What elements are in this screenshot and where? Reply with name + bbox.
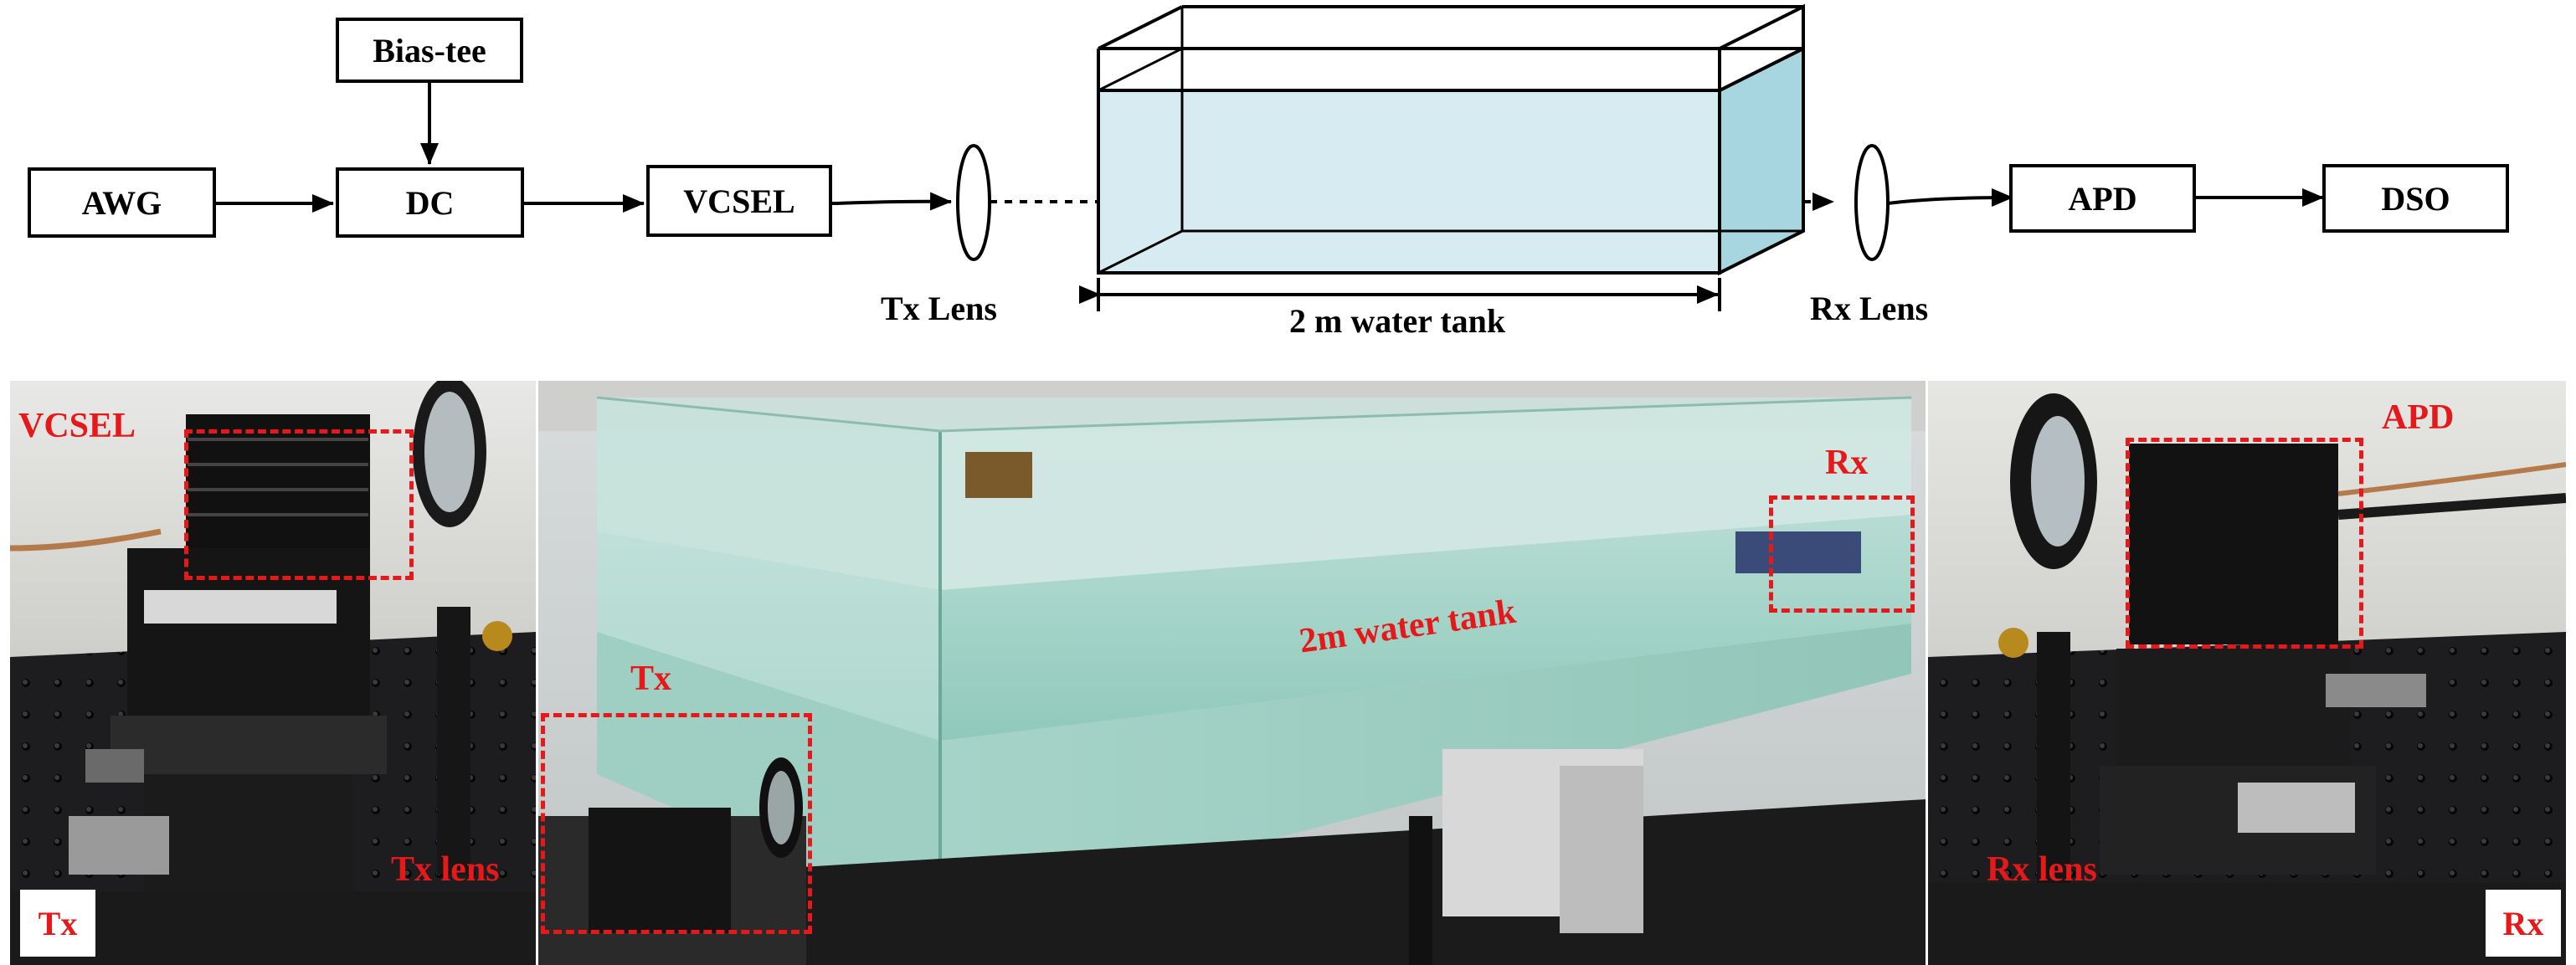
awg-block: AWG — [28, 167, 216, 238]
tx-setup-photo: VCSEL Tx lens Tx — [10, 381, 536, 965]
setup-block-diagram: AWG Bias-tee DC VCSEL APD DSO Tx Lens 2 … — [0, 0, 2576, 343]
vcsel-label: VCSEL — [683, 182, 795, 220]
tx-lens-caption: Tx Lens — [881, 290, 997, 327]
vcsel-photo-label: VCSEL — [18, 407, 136, 445]
arrow-vcsel-txlens — [832, 192, 952, 211]
tx-photo-illustration — [10, 381, 536, 965]
water-tank-photo: Tx Rx 2m water tank — [538, 381, 1926, 965]
arrow-rxlens-apd — [1887, 188, 2013, 208]
tx-lens-photo-label: Tx lens — [391, 850, 500, 889]
apd-label: APD — [2068, 179, 2137, 218]
rx-photo-label: Rx — [1825, 444, 1869, 482]
vcsel-highlight-box — [184, 429, 414, 580]
rx-highlight-box — [1769, 495, 1915, 613]
rx-lens-caption: Rx Lens — [1810, 290, 1929, 327]
apd-photo-label: APD — [2382, 398, 2455, 437]
rx-lens-icon — [1854, 144, 1890, 261]
apd-highlight-box — [2126, 438, 2363, 649]
tx-highlight-box — [541, 713, 812, 934]
dc-block: DC — [336, 167, 524, 238]
diagram-connectors — [216, 3, 2324, 311]
water-tank-icon — [1097, 3, 1805, 276]
bias-tee-block: Bias-tee — [336, 18, 523, 83]
awg-label: AWG — [81, 183, 162, 222]
dso-label: DSO — [2381, 179, 2450, 218]
bias-tee-label: Bias-tee — [373, 31, 486, 69]
rx-corner-badge: Rx — [2486, 890, 2561, 957]
dc-label: DC — [405, 183, 455, 222]
rx-photo-illustration — [1928, 381, 2566, 965]
rx-lens-photo-label: Rx lens — [1987, 850, 2097, 889]
tx-corner-badge: Tx — [20, 890, 95, 957]
tx-lens-icon — [956, 144, 991, 261]
tank-photo-illustration — [538, 381, 1926, 965]
dso-block: DSO — [2322, 164, 2509, 233]
tx-photo-label: Tx — [630, 660, 672, 698]
vcsel-block: VCSEL — [646, 165, 832, 237]
rx-setup-photo: APD Rx lens Rx — [1928, 381, 2566, 965]
tank-caption: 2 m water tank — [1289, 302, 1506, 340]
apd-block: APD — [2009, 164, 2196, 233]
